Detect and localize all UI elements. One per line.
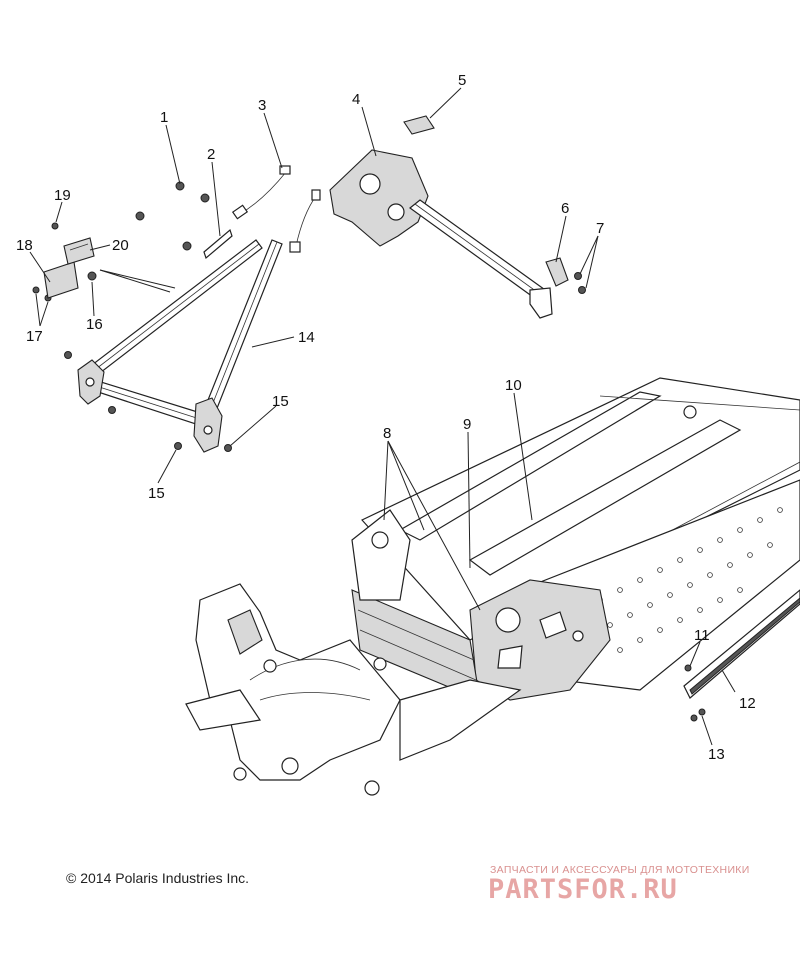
callout-16: 16	[86, 316, 103, 333]
callout-13: 13	[708, 746, 725, 763]
callout-3: 3	[258, 97, 266, 114]
callout-9: 9	[463, 416, 471, 433]
callout-15-upper: 15	[272, 393, 289, 410]
callout-10: 10	[505, 377, 522, 394]
leader-lines	[29, 87, 736, 746]
callout-20: 20	[112, 237, 129, 254]
bracket-18-20	[43, 237, 95, 299]
callout-19: 19	[54, 187, 71, 204]
steering-post-assembly	[77, 228, 283, 453]
watermark-subtitle: ЗАПЧАСТИ И АКСЕССУАРЫ ДЛЯ МОТОТЕХНИКИ	[490, 864, 750, 876]
callout-5: 5	[458, 72, 466, 89]
callout-6: 6	[561, 200, 569, 217]
copyright-text: © 2014 Polaris Industries Inc.	[66, 870, 250, 886]
steering-column-assembly	[329, 115, 586, 319]
fasteners-upper-left	[32, 181, 232, 452]
harness-3	[231, 165, 321, 253]
callout-14: 14	[298, 329, 315, 346]
callout-15-lower: 15	[148, 485, 165, 502]
callouts: 1 2 3 4 5 6 7 8 9 10 11 12 13 14 15 15 1…	[16, 72, 756, 763]
callout-11: 11	[694, 627, 710, 644]
callout-17: 17	[26, 328, 43, 345]
watermark-logo: PARTSFOR.RU	[488, 874, 678, 905]
callout-2: 2	[207, 146, 215, 163]
chassis-tunnel	[185, 377, 800, 796]
callout-1: 1	[160, 109, 168, 126]
callout-7: 7	[596, 220, 604, 237]
callout-18: 18	[16, 237, 33, 254]
callout-8: 8	[383, 425, 391, 442]
callout-4: 4	[352, 91, 360, 108]
callout-12: 12	[739, 695, 756, 712]
running-board-12	[683, 589, 800, 722]
